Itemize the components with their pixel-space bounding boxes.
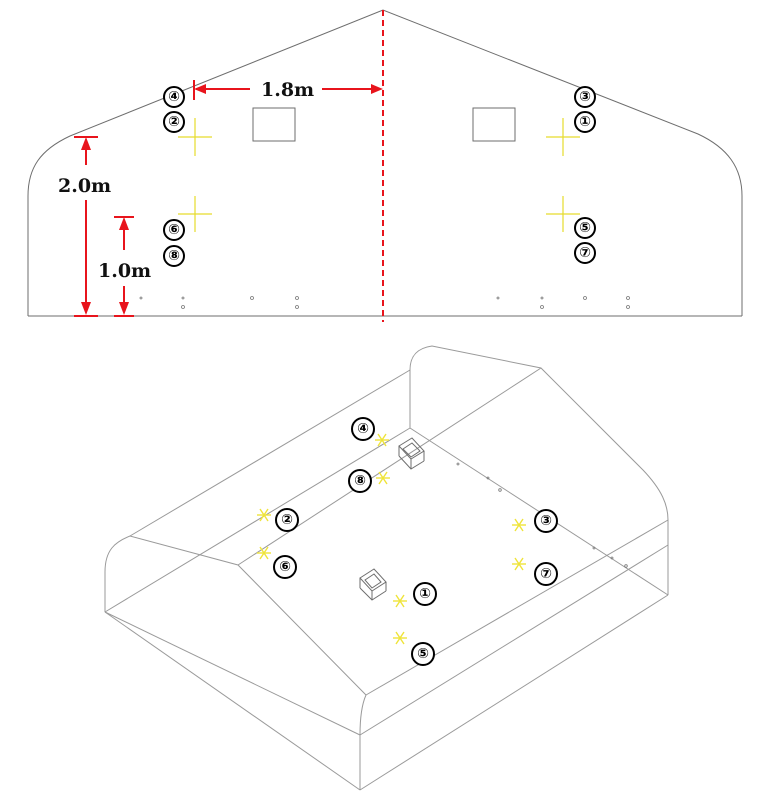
svg-text:⑦: ⑦ <box>579 245 591 261</box>
svg-text:②: ② <box>281 512 293 528</box>
svg-text:④: ④ <box>357 421 369 437</box>
iso-label-4: ④ <box>351 417 375 441</box>
svg-text:⑧: ⑧ <box>354 473 366 489</box>
front-label-4: ④ <box>163 86 185 108</box>
front-label-5: ⑤ <box>574 217 596 239</box>
front-label-1: ① <box>574 111 596 133</box>
dimension-horizontal: 1.8m <box>193 79 383 101</box>
isometric-view: ④ ⑧ ② ⑥ ③ ⑦ ① ⑤ <box>104 345 669 791</box>
iso-label-5: ⑤ <box>411 642 435 666</box>
front-label-3: ③ <box>574 86 596 108</box>
iso-vent-front <box>359 568 387 601</box>
iso-sensors <box>257 433 526 645</box>
svg-text:③: ③ <box>540 513 552 529</box>
sensor-cross-right-upper <box>546 118 580 156</box>
sensor-cross-right-lower <box>546 196 580 232</box>
iso-front-gable <box>104 535 367 790</box>
iso-label-1: ① <box>413 582 437 606</box>
dimension-horizontal-label: 1.8m <box>261 79 314 101</box>
svg-text:⑤: ⑤ <box>579 220 591 236</box>
iso-vent-back <box>398 437 425 470</box>
svg-text:①: ① <box>419 586 431 602</box>
vent-left <box>252 107 296 142</box>
dimension-height-low: 1.0m <box>98 216 151 317</box>
dimension-height-high: 2.0m <box>58 136 111 317</box>
iso-label-7: ⑦ <box>534 562 558 586</box>
sensor-cross-left-upper <box>178 118 212 156</box>
front-label-8: ⑧ <box>163 245 185 267</box>
svg-text:④: ④ <box>168 89 180 105</box>
svg-text:⑦: ⑦ <box>540 566 552 582</box>
iso-label-6: ⑥ <box>273 555 297 579</box>
floor-markers <box>139 296 630 309</box>
front-label-6: ⑥ <box>163 219 185 241</box>
svg-text:⑥: ⑥ <box>279 559 291 575</box>
sensor-cross-left-lower <box>178 196 212 232</box>
iso-floor-markers <box>456 462 628 568</box>
front-label-7: ⑦ <box>574 242 596 264</box>
svg-text:⑧: ⑧ <box>168 248 180 264</box>
svg-text:⑥: ⑥ <box>168 222 180 238</box>
svg-text:①: ① <box>579 114 591 130</box>
front-label-2: ② <box>163 111 185 133</box>
svg-text:⑤: ⑤ <box>417 646 429 662</box>
svg-text:③: ③ <box>579 89 591 105</box>
iso-label-2: ② <box>275 508 299 532</box>
vent-right <box>472 107 516 142</box>
iso-back-gable <box>409 345 669 595</box>
front-view: 1.8m 2.0m 1.0m ④ ② <box>27 9 743 322</box>
iso-label-8: ⑧ <box>348 469 372 493</box>
svg-text:②: ② <box>168 114 180 130</box>
dimension-height-low-label: 1.0m <box>98 260 151 282</box>
iso-ridge <box>237 367 542 566</box>
dimension-height-high-label: 2.0m <box>58 175 111 197</box>
iso-label-3: ③ <box>534 509 558 533</box>
